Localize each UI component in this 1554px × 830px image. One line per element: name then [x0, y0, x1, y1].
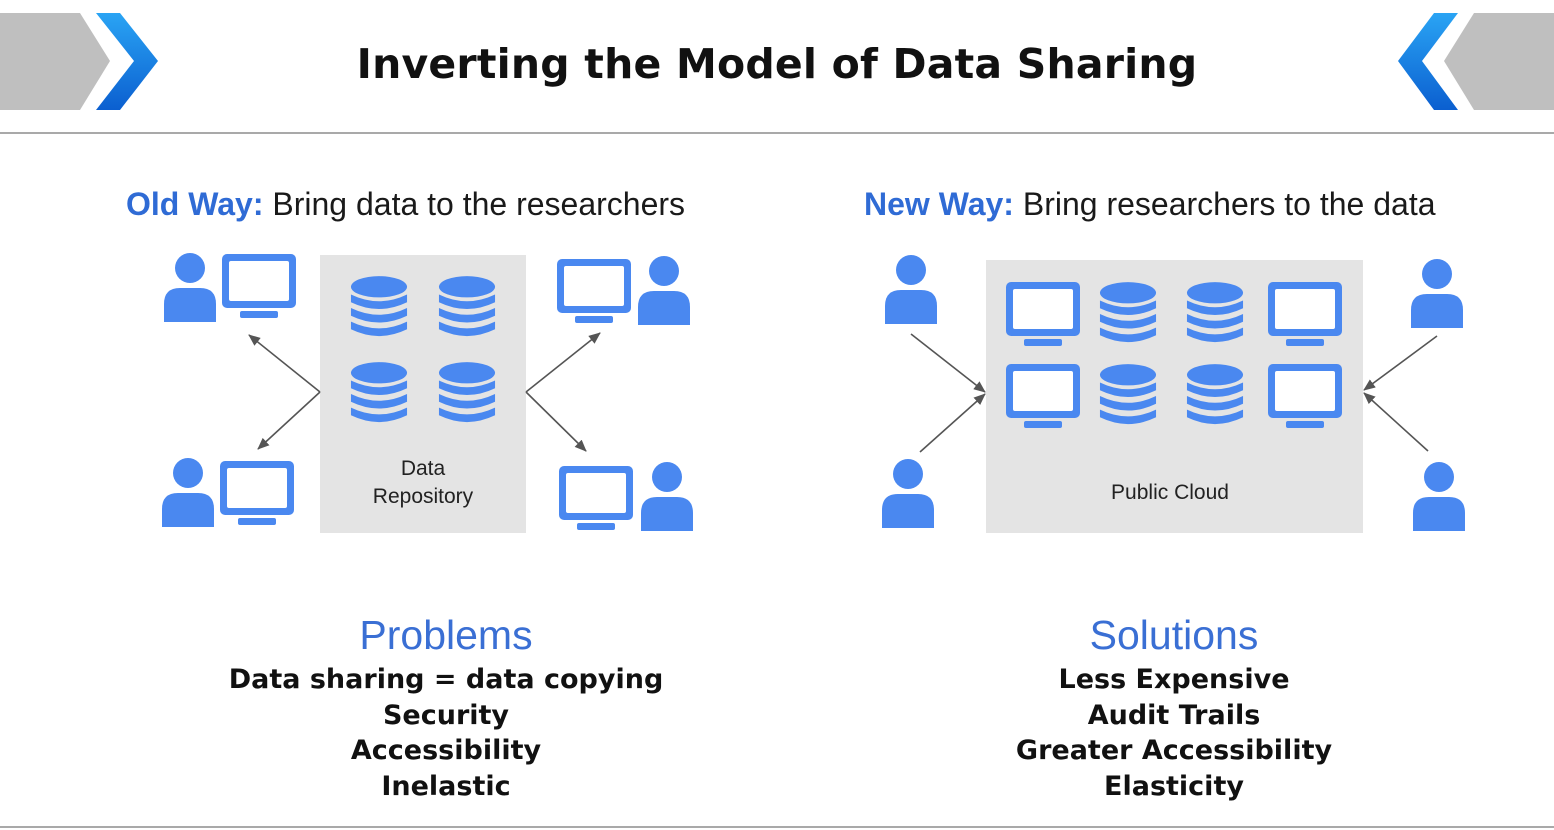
- solution-item: Greater Accessibility: [1015, 735, 1333, 766]
- header: Inverting the Model of Data Sharing: [0, 0, 1554, 134]
- data-repository-label-line1: Data: [401, 457, 446, 480]
- data-repository-label-line2: Repository: [373, 485, 474, 508]
- old-way-diagram: Data Repository: [162, 253, 693, 533]
- new-way-lead: New Way:: [864, 186, 1014, 222]
- monitor-icon: [557, 259, 631, 323]
- old-way-text: Bring data to the researchers: [263, 186, 686, 222]
- old-way-lead: Old Way:: [126, 186, 264, 222]
- problem-item: Security: [382, 699, 510, 731]
- arrow-icon: [257, 391, 321, 450]
- monitor-icon: [222, 254, 296, 318]
- header-divider: [0, 132, 1554, 134]
- public-cloud-label: Public Cloud: [1111, 481, 1229, 504]
- problems-list: Data sharing = data copying Security Acc…: [196, 662, 696, 804]
- arrow-icon: [525, 332, 601, 393]
- person-icon: [1411, 259, 1463, 328]
- chevron-left-icon: [1398, 13, 1554, 110]
- monitor-icon: [220, 461, 294, 525]
- person-icon: [1413, 462, 1465, 531]
- problem-item: Inelastic: [381, 770, 511, 802]
- arrow-icon: [1363, 392, 1429, 452]
- person-icon: [885, 255, 937, 324]
- solution-item: Audit Trails: [1087, 699, 1261, 731]
- solutions-list: Less Expensive Audit Trails Greater Acce…: [924, 662, 1424, 804]
- new-way-diagram: Public Cloud: [882, 255, 1465, 533]
- arrow-icon: [525, 391, 587, 452]
- old-way-heading: Old Way: Bring data to the researchers: [126, 186, 685, 223]
- chevron-right-icon: [0, 13, 158, 110]
- person-icon: [638, 256, 690, 325]
- arrow-icon: [919, 393, 986, 453]
- arrow-icon: [910, 333, 986, 393]
- page-title: Inverting the Model of Data Sharing: [356, 40, 1198, 88]
- solutions-heading: Solutions: [1089, 612, 1259, 658]
- problem-item: Data sharing = data copying: [228, 664, 664, 695]
- new-way-text: Bring researchers to the data: [1013, 186, 1436, 222]
- arrow-icon: [248, 334, 321, 393]
- problems-heading: Problems: [359, 612, 533, 658]
- person-icon: [164, 253, 216, 322]
- problem-item: Accessibility: [350, 735, 542, 766]
- person-icon: [162, 458, 214, 527]
- person-icon: [641, 462, 693, 531]
- solution-item: Elasticity: [1104, 770, 1244, 802]
- person-icon: [882, 459, 934, 528]
- solution-item: Less Expensive: [1058, 664, 1290, 695]
- arrow-icon: [1363, 335, 1438, 391]
- footer-divider: [0, 826, 1554, 828]
- monitor-icon: [559, 466, 633, 530]
- new-way-heading: New Way: Bring researchers to the data: [864, 186, 1436, 223]
